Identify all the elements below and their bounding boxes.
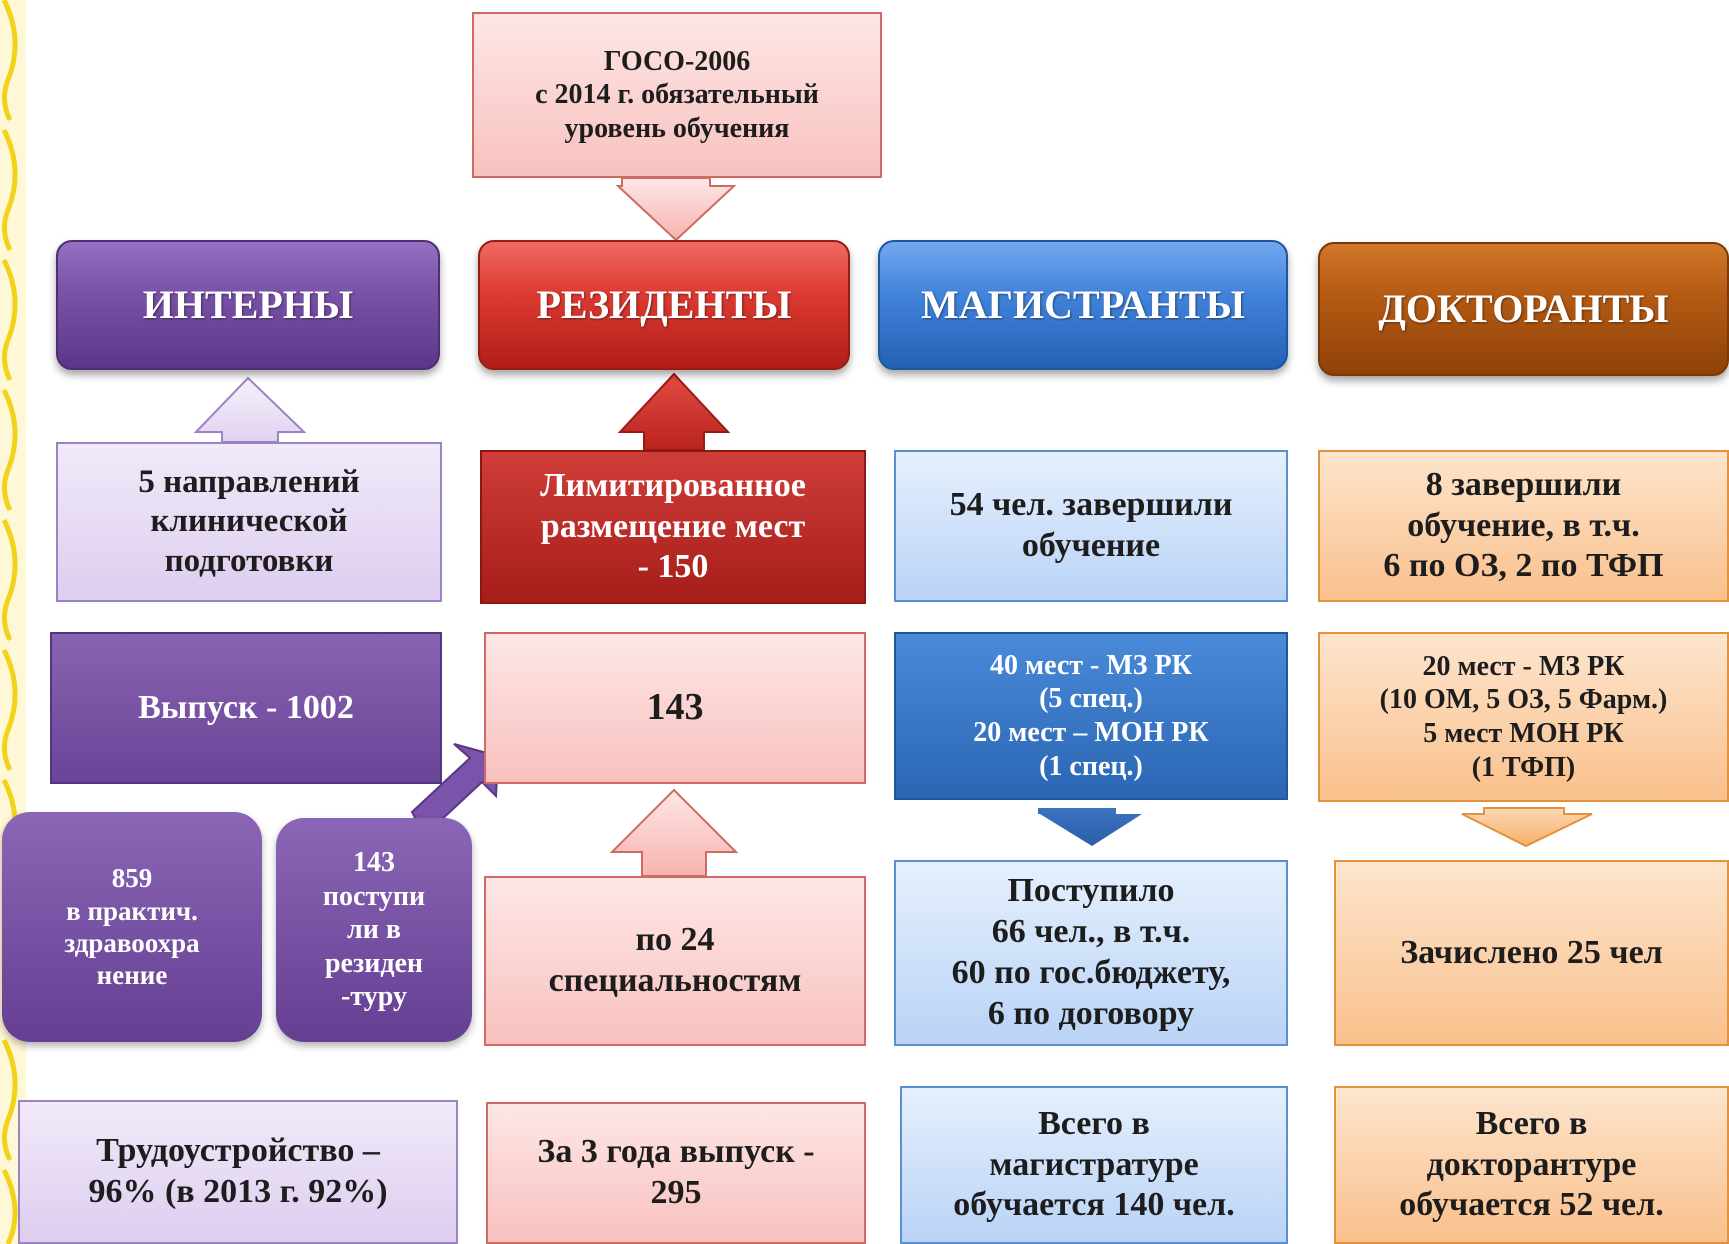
- residents-specialties-box: по 24 специальностям: [484, 876, 866, 1046]
- interns-graduates-box: Выпуск - 1002: [50, 632, 442, 784]
- interns-directions-box: 5 направлений клинической подготовки: [56, 442, 442, 602]
- masters-total-box: Всего в магистратуре обучается 140 чел.: [900, 1086, 1288, 1244]
- doctorates-completed-box: 8 завершили обучение, в т.ч. 6 по ОЗ, 2 …: [1318, 450, 1729, 602]
- residents-limited-box: Лимитированное размещение мест - 150: [480, 450, 866, 604]
- residents-count-box: 143: [484, 632, 866, 784]
- arrow-up-residents: [617, 372, 731, 451]
- interns-header: ИНТЕРНЫ: [56, 240, 440, 370]
- arrow-up-interns: [193, 376, 307, 443]
- interns-practice-box: 859 в практич. здравоохра нение: [2, 812, 262, 1042]
- arrow-down-masters: [1038, 808, 1142, 846]
- masters-places-box: 40 мест - МЗ РК (5 спец.) 20 мест – МОН …: [894, 632, 1288, 800]
- residents-three-years-box: За 3 года выпуск - 295: [486, 1102, 866, 1244]
- masters-header: МАГИСТРАНТЫ: [878, 240, 1288, 370]
- arrow-up-specialties: [609, 788, 739, 877]
- doctorates-places-box: 20 мест - МЗ РК (10 ОМ, 5 ОЗ, 5 Фарм.) 5…: [1318, 632, 1729, 802]
- arrow-top-to-residents: [615, 177, 737, 242]
- arrow-down-doctorates: [1461, 807, 1593, 848]
- masters-completed-box: 54 чел. завершили обучение: [894, 450, 1288, 602]
- doctorates-enrolled-box: Зачислено 25 чел: [1334, 860, 1729, 1046]
- residents-header: РЕЗИДЕНТЫ: [478, 240, 850, 370]
- doctorates-header: ДОКТОРАНТЫ: [1318, 242, 1729, 376]
- interns-to-residency-box: 143 поступи ли в резиден -туру: [276, 818, 472, 1042]
- interns-employment-box: Трудоустройство – 96% (в 2013 г. 92%): [18, 1100, 458, 1244]
- doctorates-total-box: Всего в докторантуре обучается 52 чел.: [1334, 1086, 1729, 1244]
- goso-2006-box: ГОСО-2006 с 2014 г. обязательный уровень…: [472, 12, 882, 178]
- masters-admitted-box: Поступило 66 чел., в т.ч. 60 по гос.бюдж…: [894, 860, 1288, 1046]
